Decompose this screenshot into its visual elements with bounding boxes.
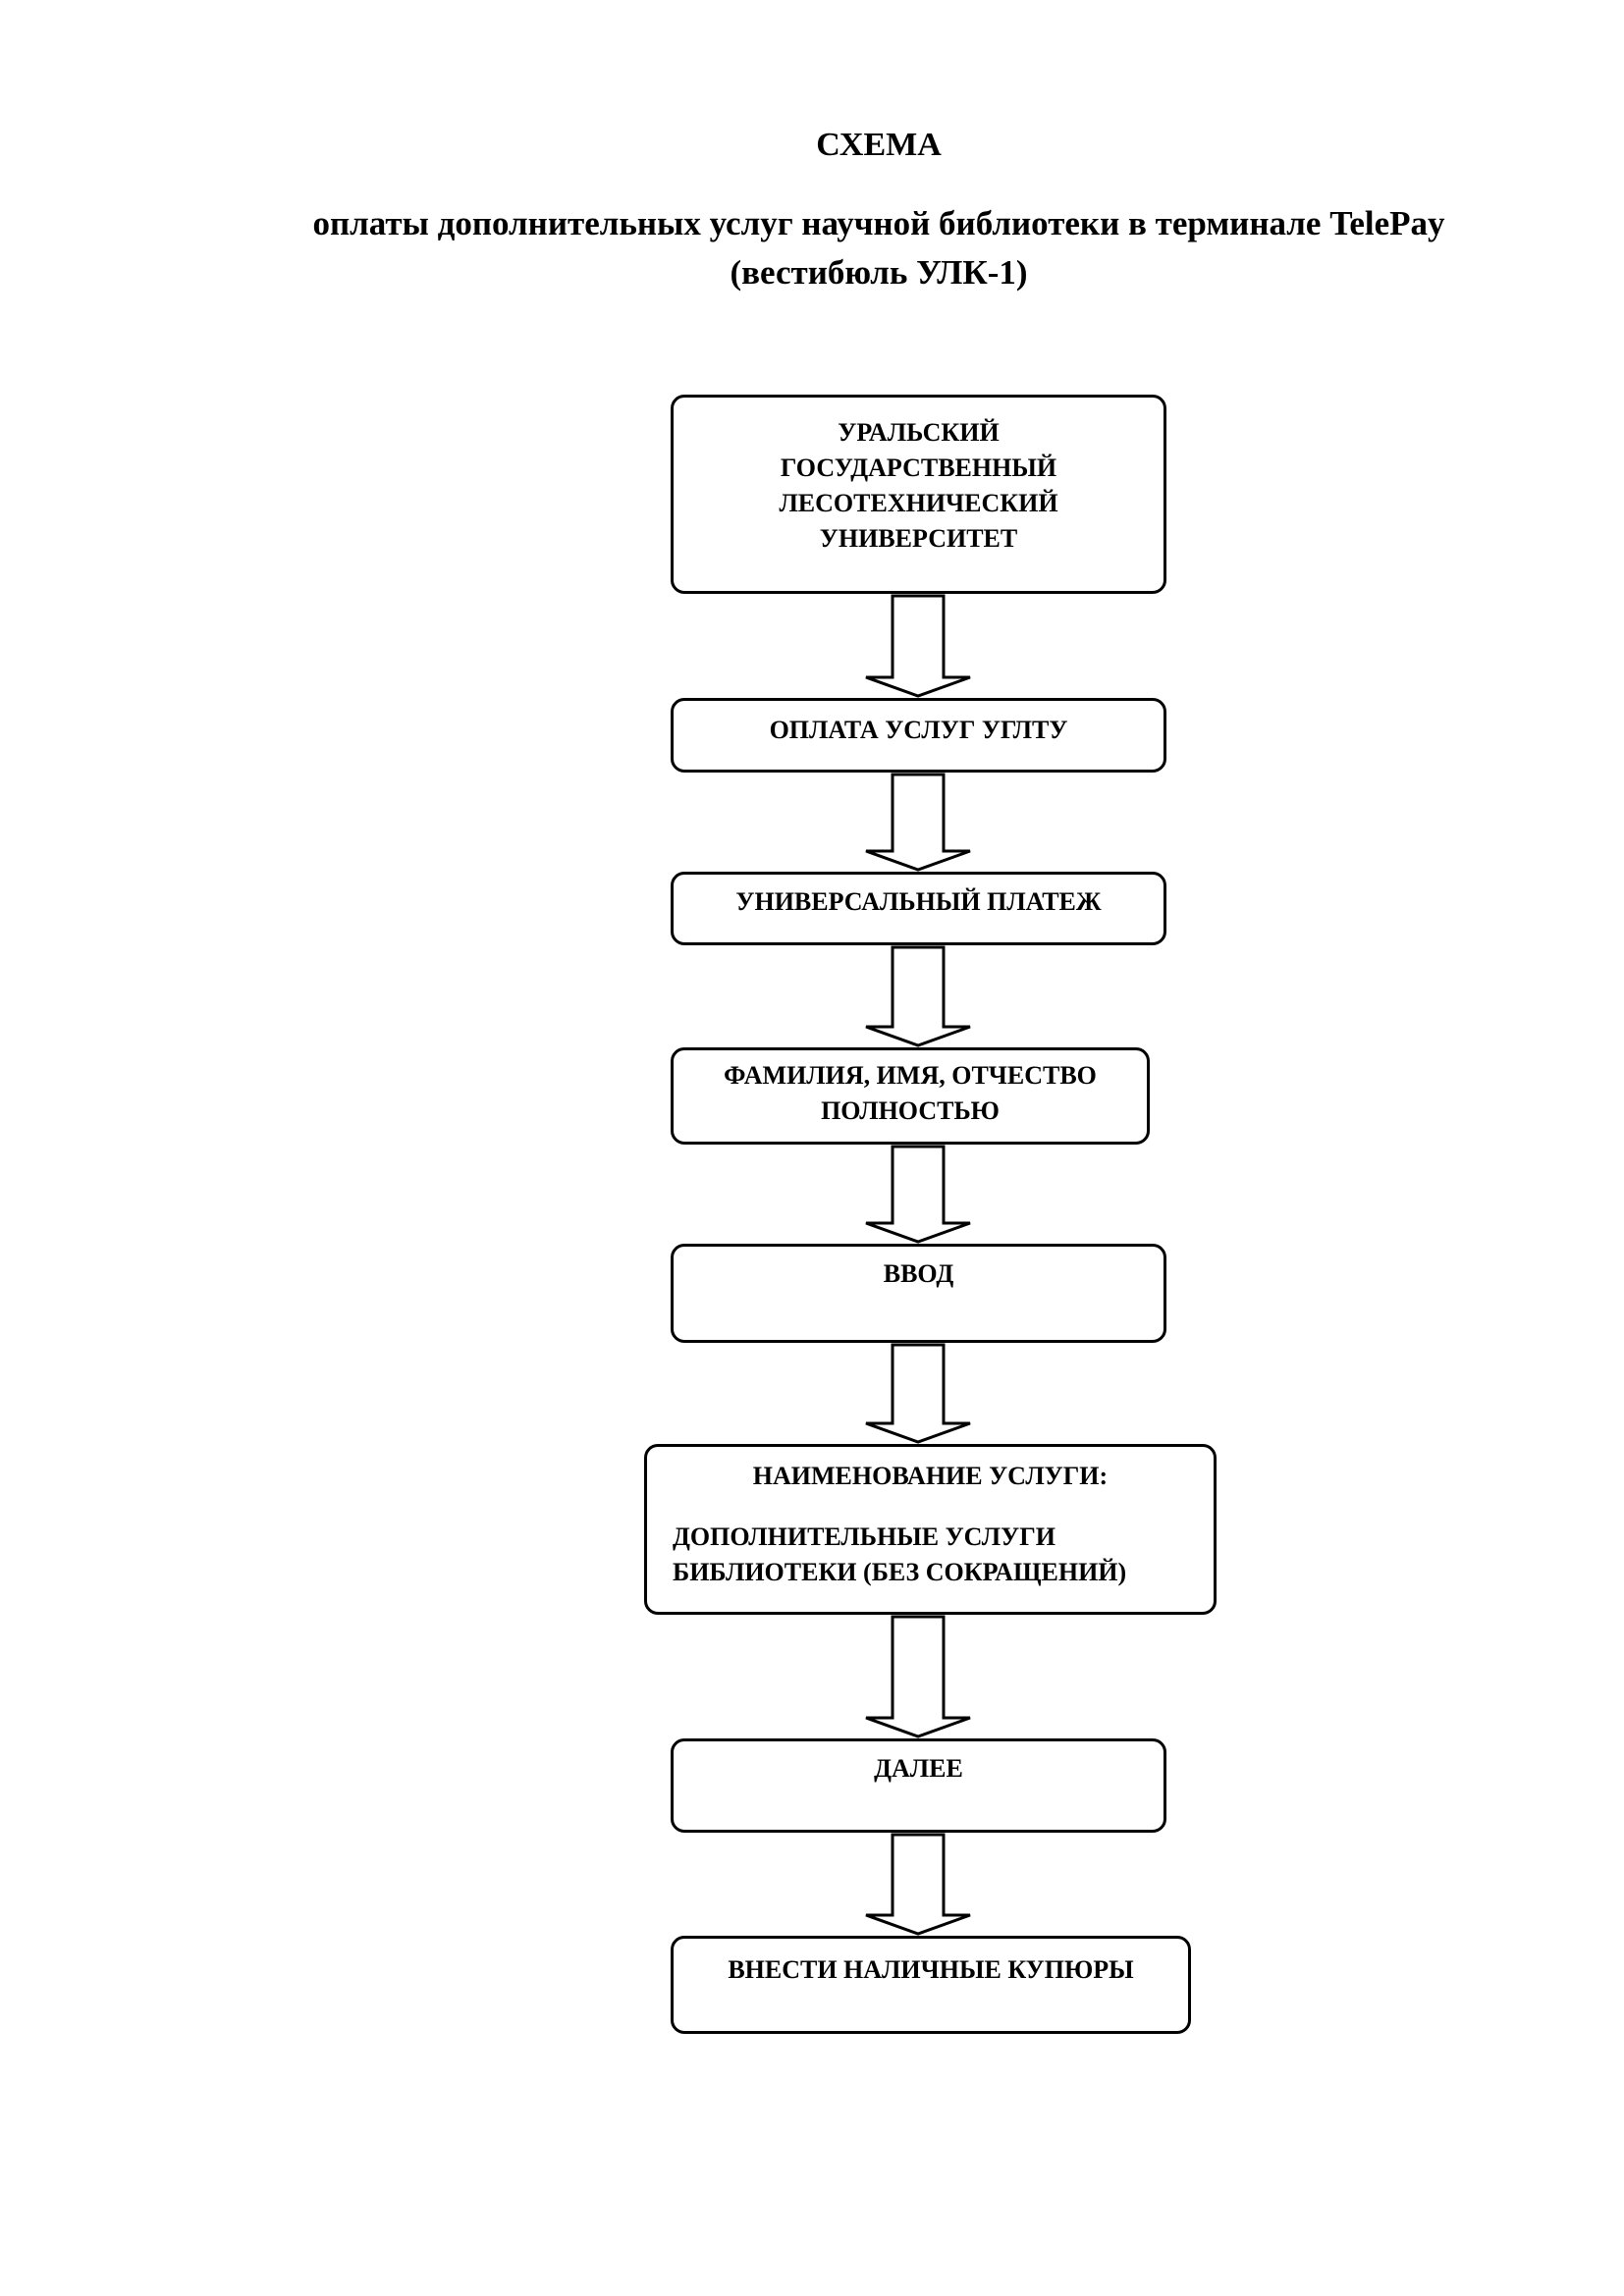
flow-step-university-line3: ЛЕСОТЕХНИЧЕСКИЙ	[779, 489, 1058, 517]
flow-step-enter-label: ВВОД	[883, 1259, 954, 1288]
flow-step-insert-cash-label: ВНЕСТИ НАЛИЧНЫЕ КУПЮРЫ	[728, 1955, 1134, 1984]
flow-step-university-line2: ГОСУДАРСТВЕННЫЙ	[780, 454, 1057, 482]
flow-arrow-3	[865, 945, 971, 1047]
flow-arrow-4	[865, 1145, 971, 1244]
flow-arrow-6	[865, 1615, 971, 1738]
flow-step-university-line1: УРАЛЬСКИЙ	[838, 418, 1000, 447]
flow-step-university-line4: УНИВЕРСИТЕТ	[819, 524, 1018, 553]
flow-step-service-name: НАИМЕНОВАНИЕ УСЛУГИ: ДОПОЛНИТЕЛЬНЫЕ УСЛУ…	[644, 1444, 1217, 1615]
document-title: СХЕМА	[816, 127, 942, 163]
flow-arrow-7	[865, 1833, 971, 1936]
flow-step-university: УРАЛЬСКИЙ ГОСУДАРСТВЕННЫЙ ЛЕСОТЕХНИЧЕСКИ…	[671, 395, 1166, 594]
flow-step-enter: ВВОД	[671, 1244, 1166, 1343]
document-subtitle: оплаты дополнительных услуг научной библ…	[312, 204, 1445, 242]
flow-step-universal-payment-label: УНИВЕРСАЛЬНЫЙ ПЛАТЕЖ	[735, 887, 1102, 916]
flow-step-insert-cash: ВНЕСТИ НАЛИЧНЫЕ КУПЮРЫ	[671, 1936, 1191, 2034]
flow-step-ugltu-payment-label: ОПЛАТА УСЛУГ УГЛТУ	[769, 716, 1068, 744]
flow-step-next: ДАЛЕЕ	[671, 1738, 1166, 1833]
flow-step-full-name-line1: ФАМИЛИЯ, ИМЯ, ОТЧЕСТВО	[724, 1061, 1097, 1090]
flow-step-universal-payment: УНИВЕРСАЛЬНЫЙ ПЛАТЕЖ	[671, 872, 1166, 945]
flow-step-ugltu-payment: ОПЛАТА УСЛУГ УГЛТУ	[671, 698, 1166, 773]
flow-step-full-name: ФАМИЛИЯ, ИМЯ, ОТЧЕСТВО ПОЛНОСТЬЮ	[671, 1047, 1150, 1145]
flow-step-service-name-line1: ДОПОЛНИТЕЛЬНЫЕ УСЛУГИ	[673, 1522, 1056, 1551]
flow-arrow-2	[865, 773, 971, 872]
flow-step-full-name-line2: ПОЛНОСТЬЮ	[821, 1096, 1000, 1125]
flow-step-next-label: ДАЛЕЕ	[874, 1754, 963, 1783]
flow-step-service-name-heading: НАИМЕНОВАНИЕ УСЛУГИ:	[752, 1462, 1109, 1490]
flow-arrow-5	[865, 1343, 971, 1444]
document-subtitle-location: (вестибюль УЛК-1)	[730, 253, 1028, 292]
flow-arrow-1	[865, 594, 971, 698]
flow-step-service-name-line2: БИБЛИОТЕКИ (БЕЗ СОКРАЩЕНИЙ)	[673, 1558, 1127, 1586]
